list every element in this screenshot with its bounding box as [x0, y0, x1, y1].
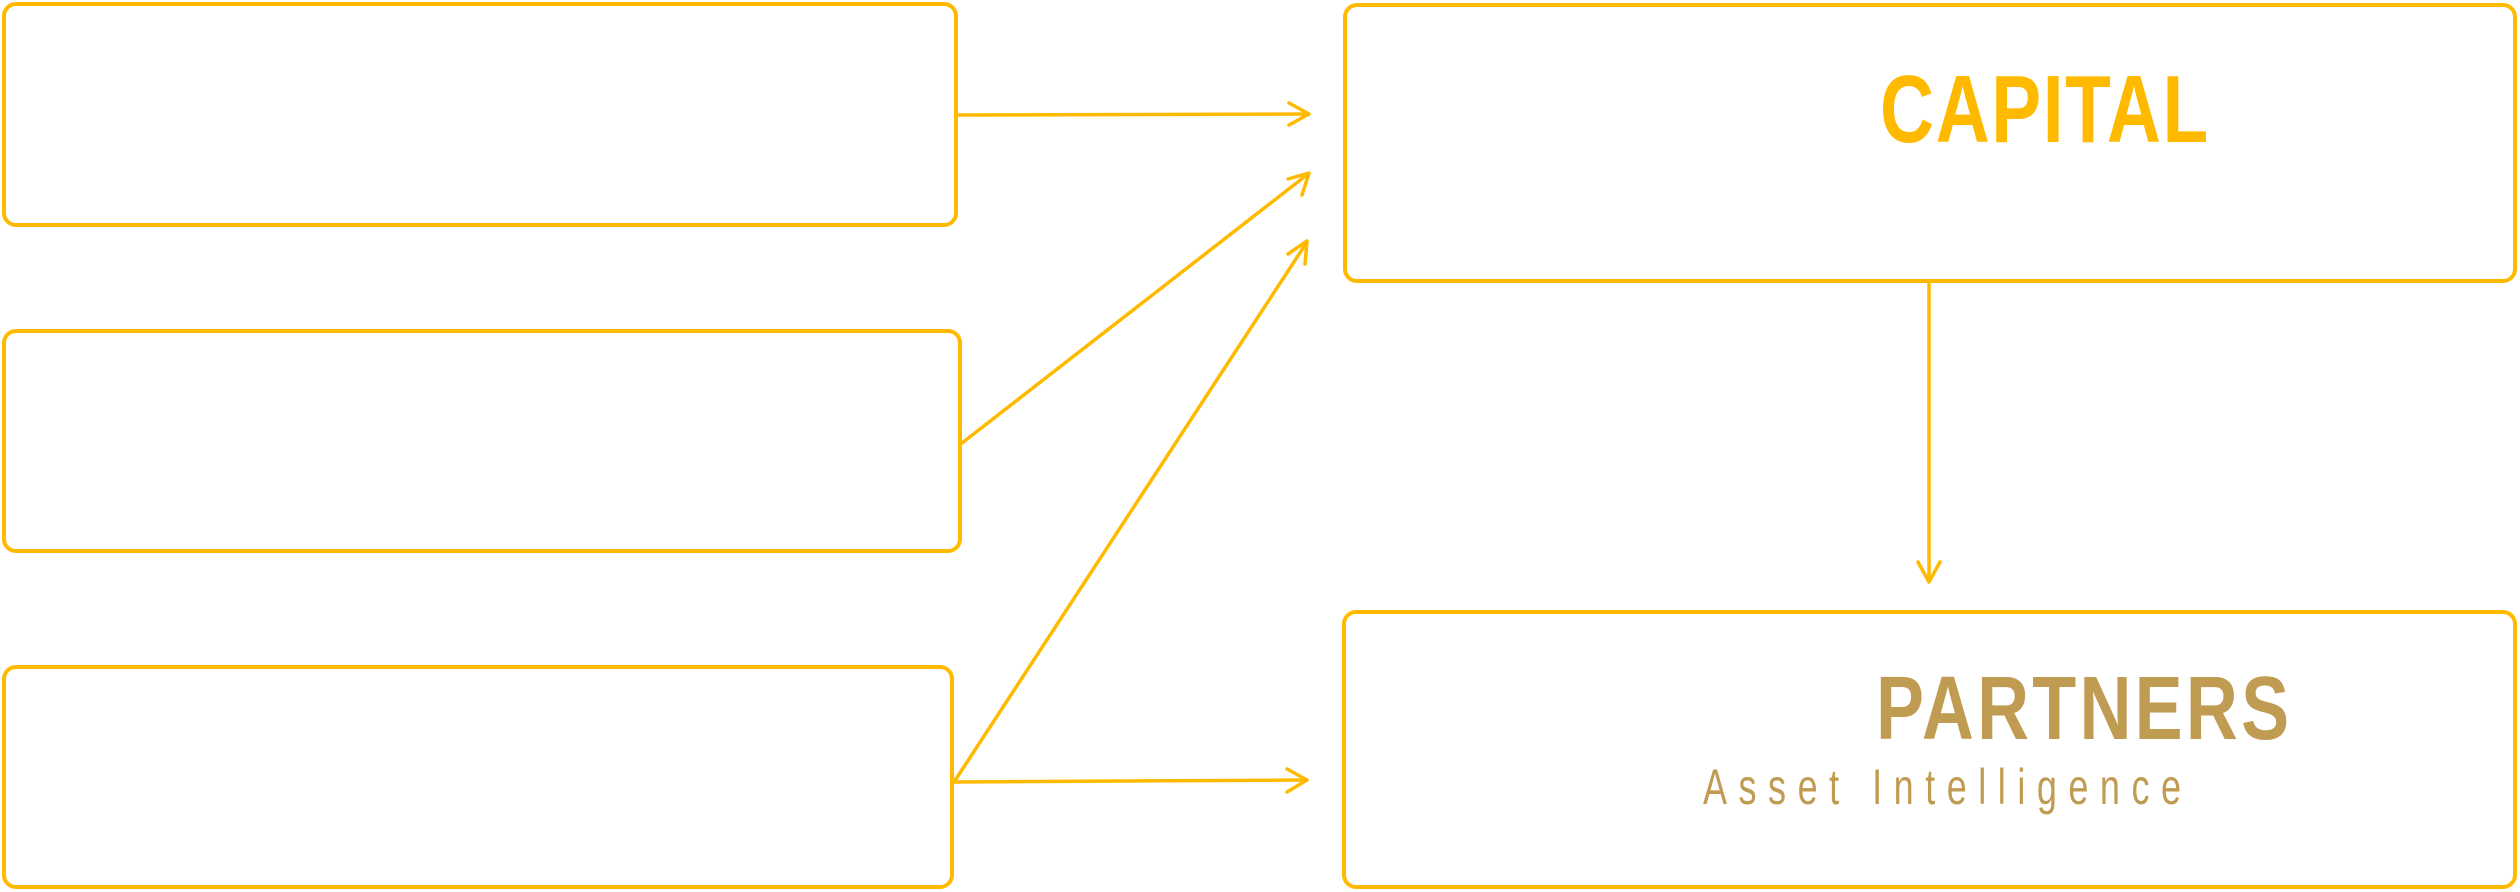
source-box-3	[2, 665, 954, 889]
source-box-2	[2, 329, 962, 553]
arrow-capital-to-partners	[1916, 281, 1942, 584]
partners-box	[1342, 610, 2517, 889]
partners-label: PARTNERS	[1876, 659, 2293, 759]
arrow-source2-to-capital	[960, 171, 1311, 445]
source-box-1	[2, 2, 958, 227]
capital-label: CAPITAL	[1880, 56, 2210, 163]
partners-sublabel: Asset Intelligence	[1703, 759, 2193, 815]
arrow-source3-to-partners	[952, 767, 1309, 794]
arrow-source3-to-capital	[952, 239, 1309, 784]
arrow-source1-to-capital	[956, 101, 1311, 127]
capital-box	[1343, 3, 2517, 283]
